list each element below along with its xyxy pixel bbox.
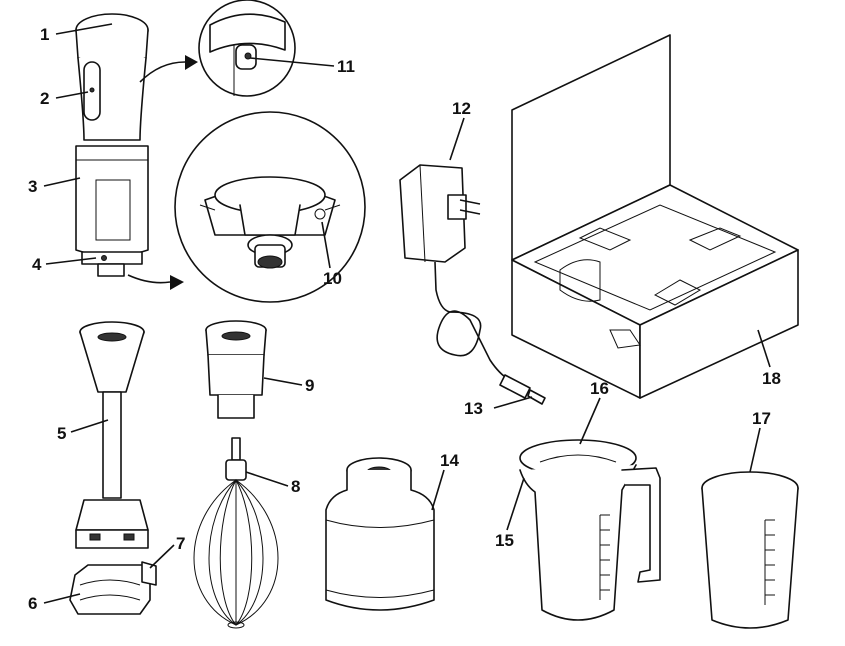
- storage-container: [325, 457, 435, 611]
- detail-button-closeup: [198, 0, 296, 97]
- power-adapter: [399, 164, 546, 405]
- blade-guard: [69, 561, 157, 615]
- callout-18: 18: [762, 369, 781, 388]
- callout-leaders: [43, 23, 771, 604]
- callout-15: 15: [495, 531, 514, 550]
- callout-3: 3: [28, 177, 37, 196]
- callout-12: 12: [452, 99, 471, 118]
- callout-10: 10: [323, 269, 342, 288]
- callout-11: 11: [337, 57, 355, 76]
- callout-8: 8: [291, 477, 300, 496]
- blending-shaft: [75, 321, 149, 549]
- callout-labels: 1 2 3 4 5 6 7 8 9 10 11 12 13 14 15 16 1…: [28, 25, 781, 613]
- callout-5: 5: [57, 424, 66, 443]
- detail-arrow-top: [139, 61, 186, 83]
- callout-1: 1: [40, 25, 49, 44]
- callout-17: 17: [752, 409, 771, 428]
- detail-coupling-closeup: [174, 111, 366, 303]
- callout-6: 6: [28, 594, 37, 613]
- callout-7: 7: [176, 534, 185, 553]
- chopper-attachment: [205, 320, 267, 419]
- storage-case: [511, 34, 799, 399]
- callout-16: 16: [590, 379, 609, 398]
- measuring-pitcher: [519, 439, 661, 621]
- callout-9: 9: [305, 376, 314, 395]
- callout-14: 14: [440, 451, 459, 470]
- detail-arrow-bottom: [127, 274, 171, 284]
- callout-4: 4: [32, 255, 42, 274]
- motor-body: [75, 13, 149, 277]
- whisk-attachment: [193, 437, 279, 629]
- callout-13: 13: [464, 399, 483, 418]
- callout-2: 2: [40, 89, 49, 108]
- beaker: [701, 471, 799, 629]
